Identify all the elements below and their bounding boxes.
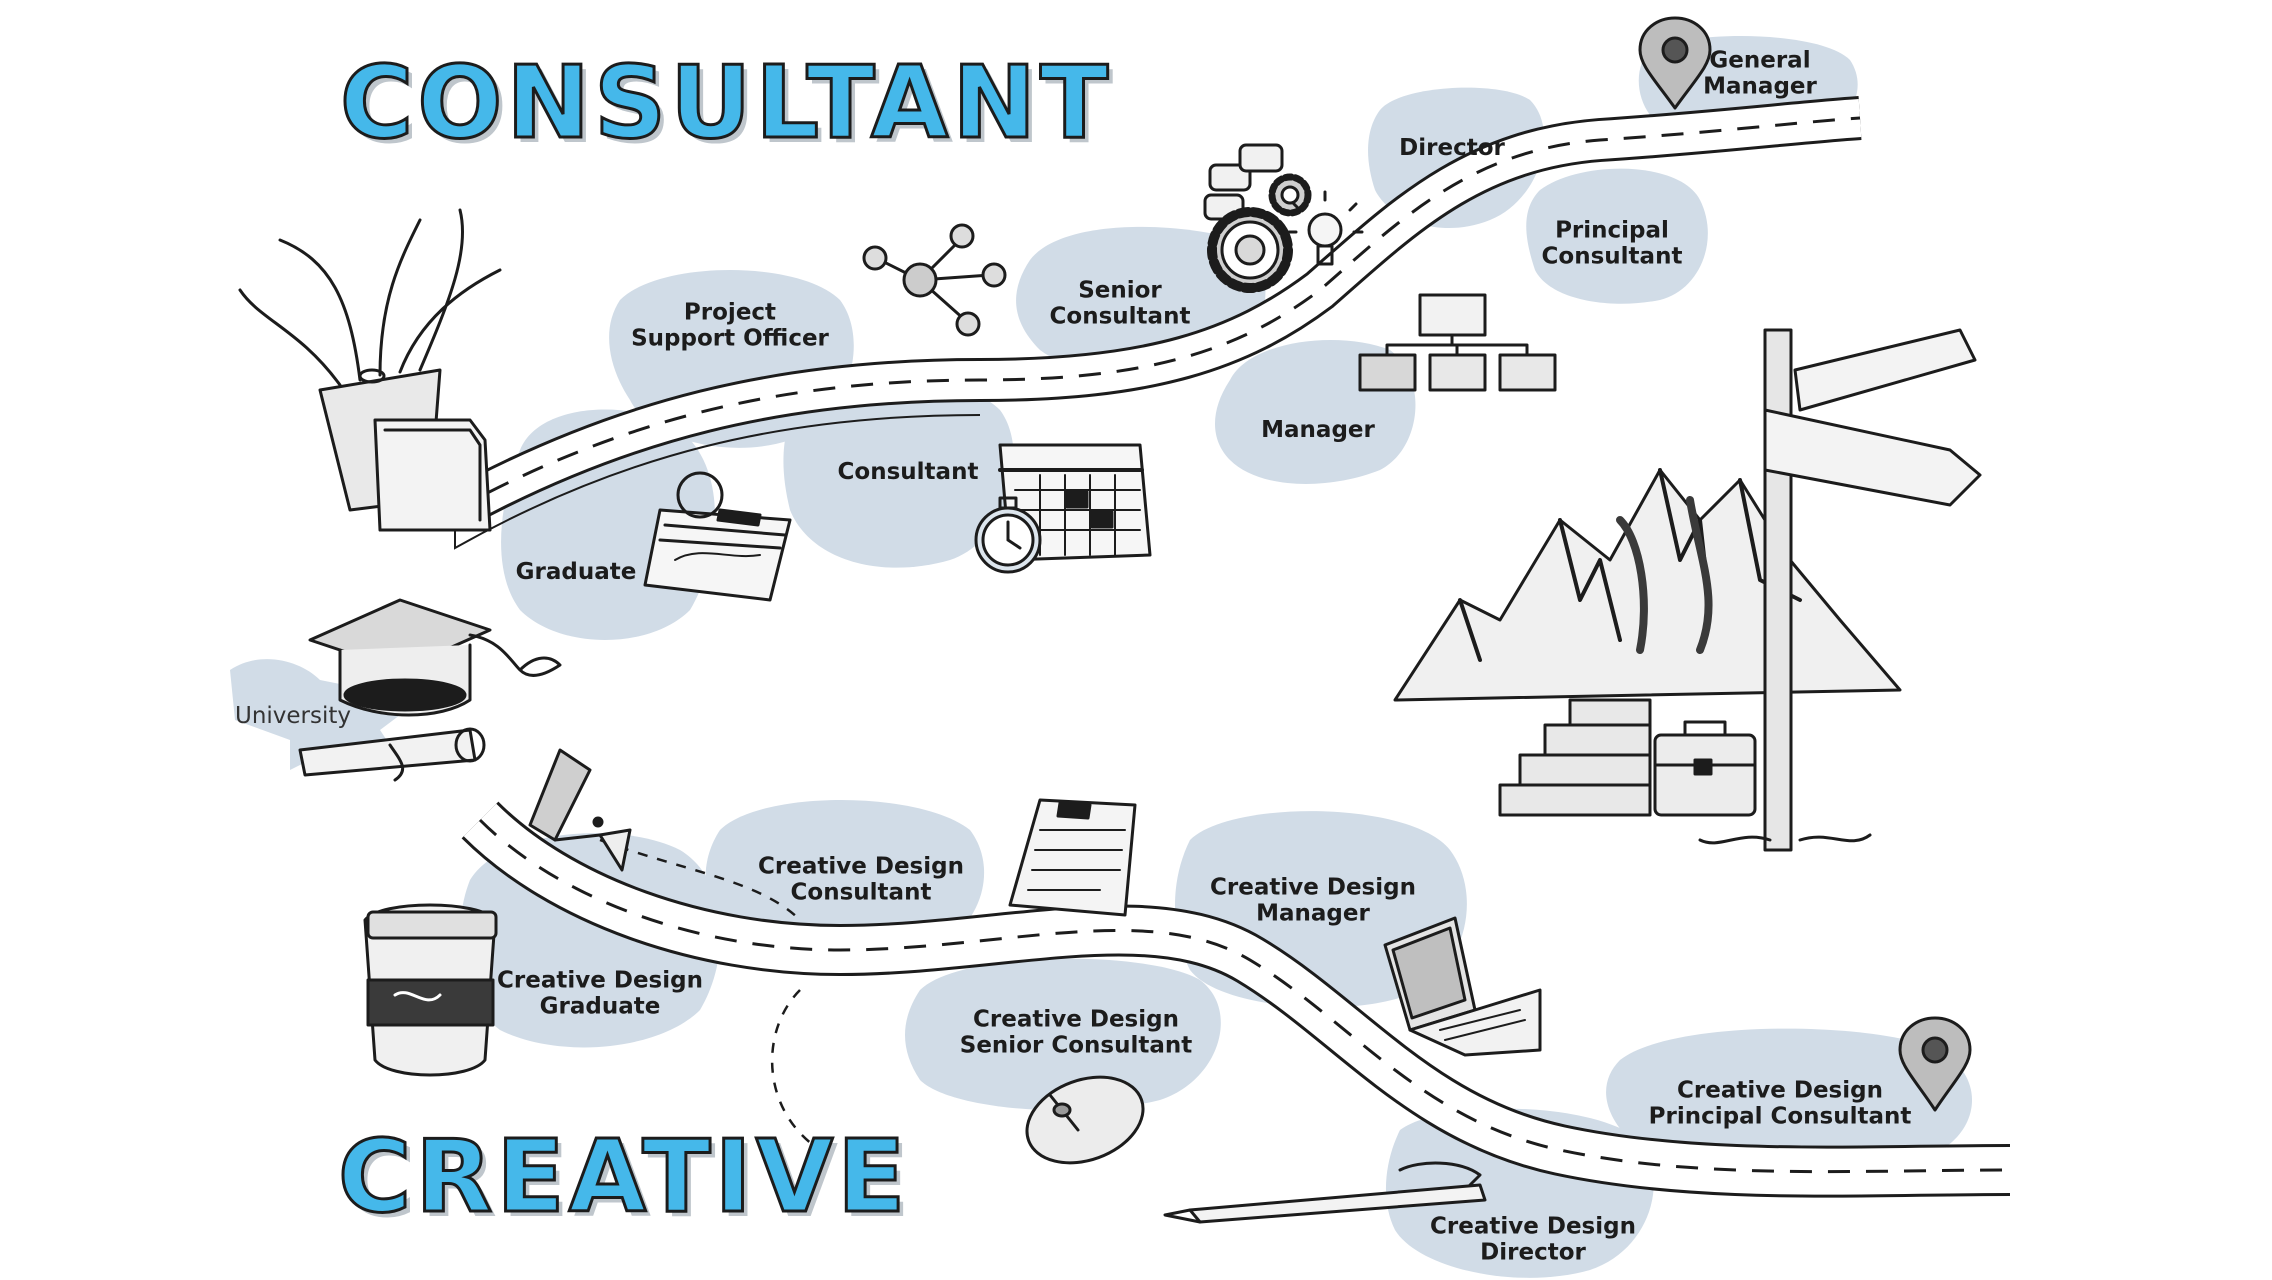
mountain-icon <box>1393 468 1902 702</box>
org-chart-icon <box>1358 293 1557 392</box>
calendar-welcome-icon <box>643 471 792 602</box>
fountain-pen-icon <box>528 748 632 872</box>
title-consultant: CONSULTANT <box>338 43 1113 163</box>
briefcase-icon <box>1653 720 1757 817</box>
stopwatch-icon <box>974 496 1042 574</box>
blob-cd-senior <box>905 958 1221 1111</box>
pen-icon <box>1163 1161 1487 1224</box>
title-creative: CREATIVE <box>336 1117 910 1237</box>
folder-icon <box>373 418 492 532</box>
location-pin-icon <box>1638 16 1712 110</box>
gears-icon <box>1207 173 1312 293</box>
stairs-icon <box>1498 698 1652 817</box>
consultant-road <box>444 96 1862 550</box>
location-pin-icon <box>1898 1016 1972 1112</box>
lightbulb-icon <box>1286 190 1364 266</box>
blob-cd-principal <box>1606 1028 1973 1171</box>
diploma-scroll-icon <box>298 727 486 782</box>
coffee-cup-icon <box>363 903 498 1077</box>
stage-consultant: Consultant <box>837 458 979 485</box>
signpost-icon <box>1698 328 1982 852</box>
stage-graduate: Graduate <box>515 558 637 585</box>
creative-road <box>461 801 2011 1198</box>
laptop-icon <box>1383 916 1542 1057</box>
blob-principal-consultant <box>1526 168 1708 304</box>
blob-cd-consultant <box>705 800 985 961</box>
stage-manager: Manager <box>1261 416 1375 443</box>
computer-mouse-icon <box>1025 1075 1145 1165</box>
molecule-icon <box>862 223 1007 337</box>
label-university: University <box>234 702 352 729</box>
notepad-icon <box>1008 798 1137 917</box>
stage-director: Director <box>1399 134 1505 161</box>
graduation-cap-icon <box>308 598 562 717</box>
